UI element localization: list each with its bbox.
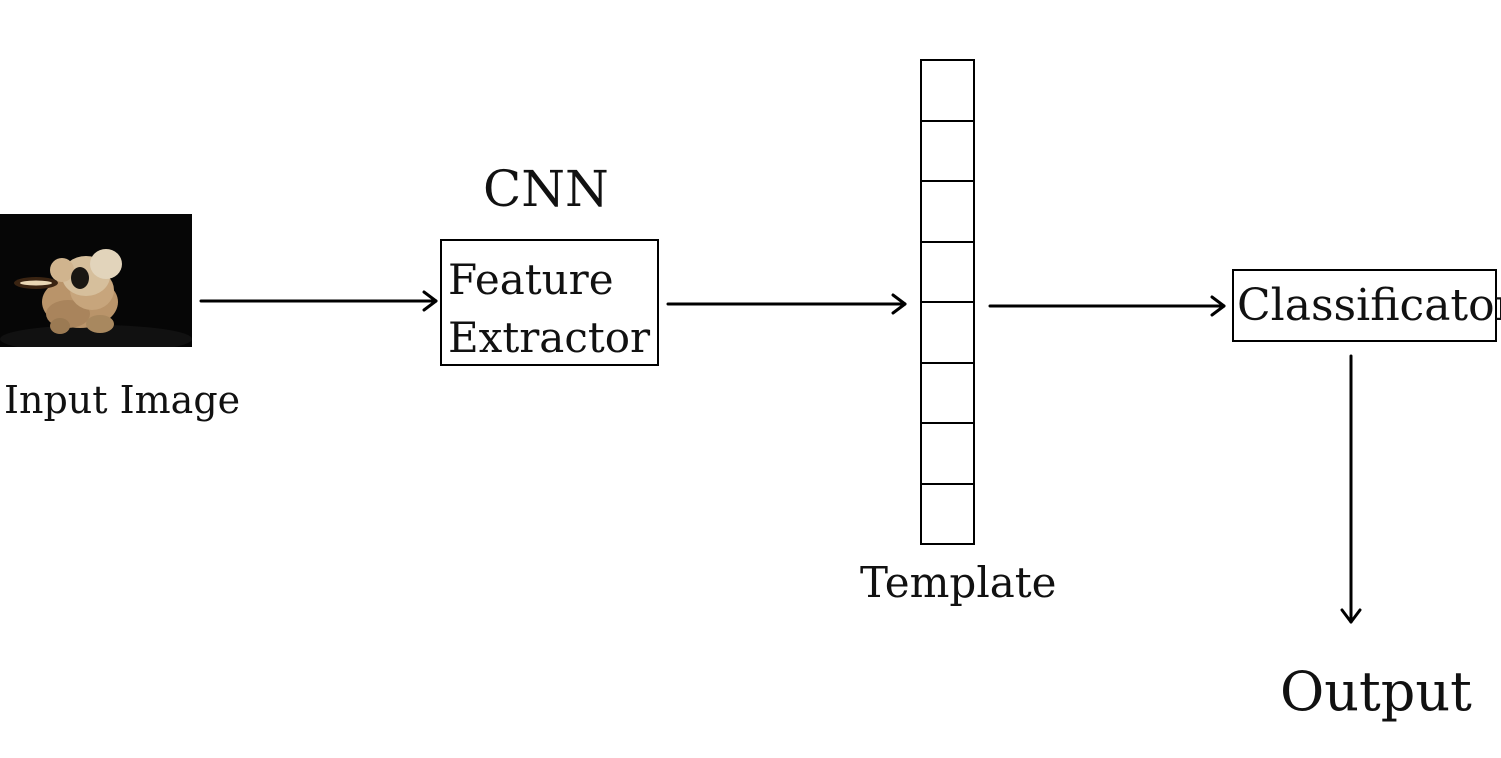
feature-extractor-line-1: Feature bbox=[448, 255, 614, 304]
feature-extractor-line-2: Extractor bbox=[448, 313, 651, 362]
output-label: Output bbox=[1280, 660, 1472, 723]
template-vector bbox=[920, 59, 975, 545]
cnn-title: CNN bbox=[483, 160, 609, 218]
template-cell bbox=[922, 424, 973, 485]
arrow-extractor-to-template bbox=[666, 293, 907, 315]
template-cell bbox=[922, 61, 973, 122]
arrow-input-to-extractor bbox=[199, 290, 438, 312]
template-cell bbox=[922, 303, 973, 364]
feature-extractor-box: Feature Extractor bbox=[440, 239, 659, 366]
arrow-classificator-to-output bbox=[1340, 354, 1362, 624]
template-cell bbox=[922, 122, 973, 182]
input-image-label: Input Image bbox=[4, 378, 241, 422]
template-cell bbox=[922, 243, 973, 303]
template-cell bbox=[922, 364, 973, 424]
arrow-template-to-classificator bbox=[988, 295, 1226, 317]
template-cell bbox=[922, 182, 973, 243]
koala-toy-photo bbox=[0, 214, 192, 347]
input-image bbox=[0, 214, 192, 347]
template-label: Template bbox=[860, 558, 1057, 607]
classificator-box: Classificator bbox=[1232, 269, 1501, 342]
